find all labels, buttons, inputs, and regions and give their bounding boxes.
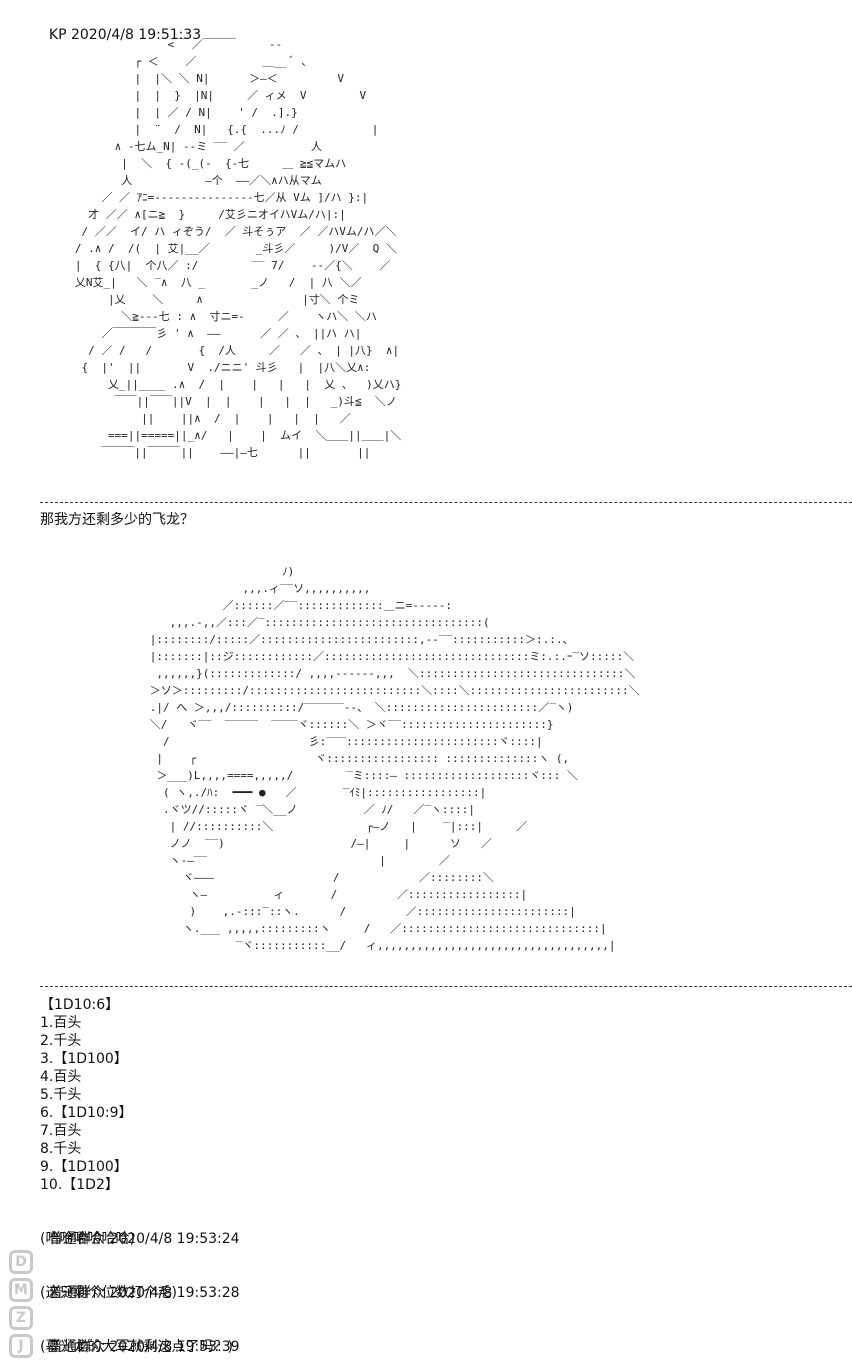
post-header: KP 2020/4/8 19:51:33 xyxy=(40,8,201,44)
comment-author: 普通群众 xyxy=(48,1231,105,1247)
list-item: 10.【1D2】 xyxy=(40,1177,119,1193)
comment-timestamp: 2020/4/8 19:53:24 xyxy=(109,1231,240,1247)
list-item: 1.百头 xyxy=(40,1015,82,1031)
watermark-letter: M xyxy=(9,1278,33,1302)
list-item: 2.千头 xyxy=(40,1033,82,1049)
ascii-art-face: ﾉ) ,,,.ィ‾‾ソ,,,,,,,,,, ／::::::／‾‾::::::::… xyxy=(149,565,640,952)
post-timestamp: 2020/4/8 19:51:33 xyxy=(70,27,202,43)
comment-text: (暮光龙的大军就剩这点了吗？) xyxy=(40,1339,233,1355)
site-watermark-logo: D M Z J xyxy=(6,1250,36,1360)
roll-result: 【1D10:6】 xyxy=(40,997,120,1013)
comment-text: (哈哈哈哈哈哈) xyxy=(40,1231,135,1247)
list-item: 3.【1D100】 xyxy=(40,1051,128,1067)
comment-header: 普通群众 2020/4/8 19:53:24 xyxy=(40,1212,240,1248)
list-item: 5.千头 xyxy=(40,1087,82,1103)
separator-1 xyxy=(40,502,852,503)
question-text: 那我方还剩多少的飞龙？ xyxy=(40,512,194,528)
comment-timestamp: 2020/4/8 19:53:28 xyxy=(109,1285,240,1301)
comment-header: 普通群众 2020/4/8 19:53:28 xyxy=(40,1266,240,1302)
comment-author: 普通群众 xyxy=(48,1285,105,1301)
comment-timestamp: 2020/4/8 19:53:39 xyxy=(109,1339,240,1355)
list-item: 6.【1D10:9】 xyxy=(40,1105,133,1121)
list-item: 9.【1D100】 xyxy=(40,1159,128,1175)
separator-2 xyxy=(40,986,852,987)
watermark-letter: J xyxy=(9,1334,33,1358)
ascii-art-mech: <￣ ／￣￣￣ -- ┌ ＜ ／ ＿__ ﾞ 、 | |＼ ＼ N| ＞―＜ V… xyxy=(74,38,402,459)
list-item: 8.千头 xyxy=(40,1141,82,1157)
watermark-letter: Z xyxy=(9,1306,33,1330)
comment-header: 普通群众 2020/4/8 19:53:39 xyxy=(40,1320,240,1356)
list-item: 7.百头 xyxy=(40,1123,82,1139)
post-author: KP xyxy=(48,27,67,43)
list-item: 4.百头 xyxy=(40,1069,82,1085)
watermark-letter: D xyxy=(9,1250,33,1274)
comment-text: (这只剩个位数打个毛) xyxy=(40,1285,177,1301)
comment-author: 普通群众 xyxy=(48,1339,105,1355)
